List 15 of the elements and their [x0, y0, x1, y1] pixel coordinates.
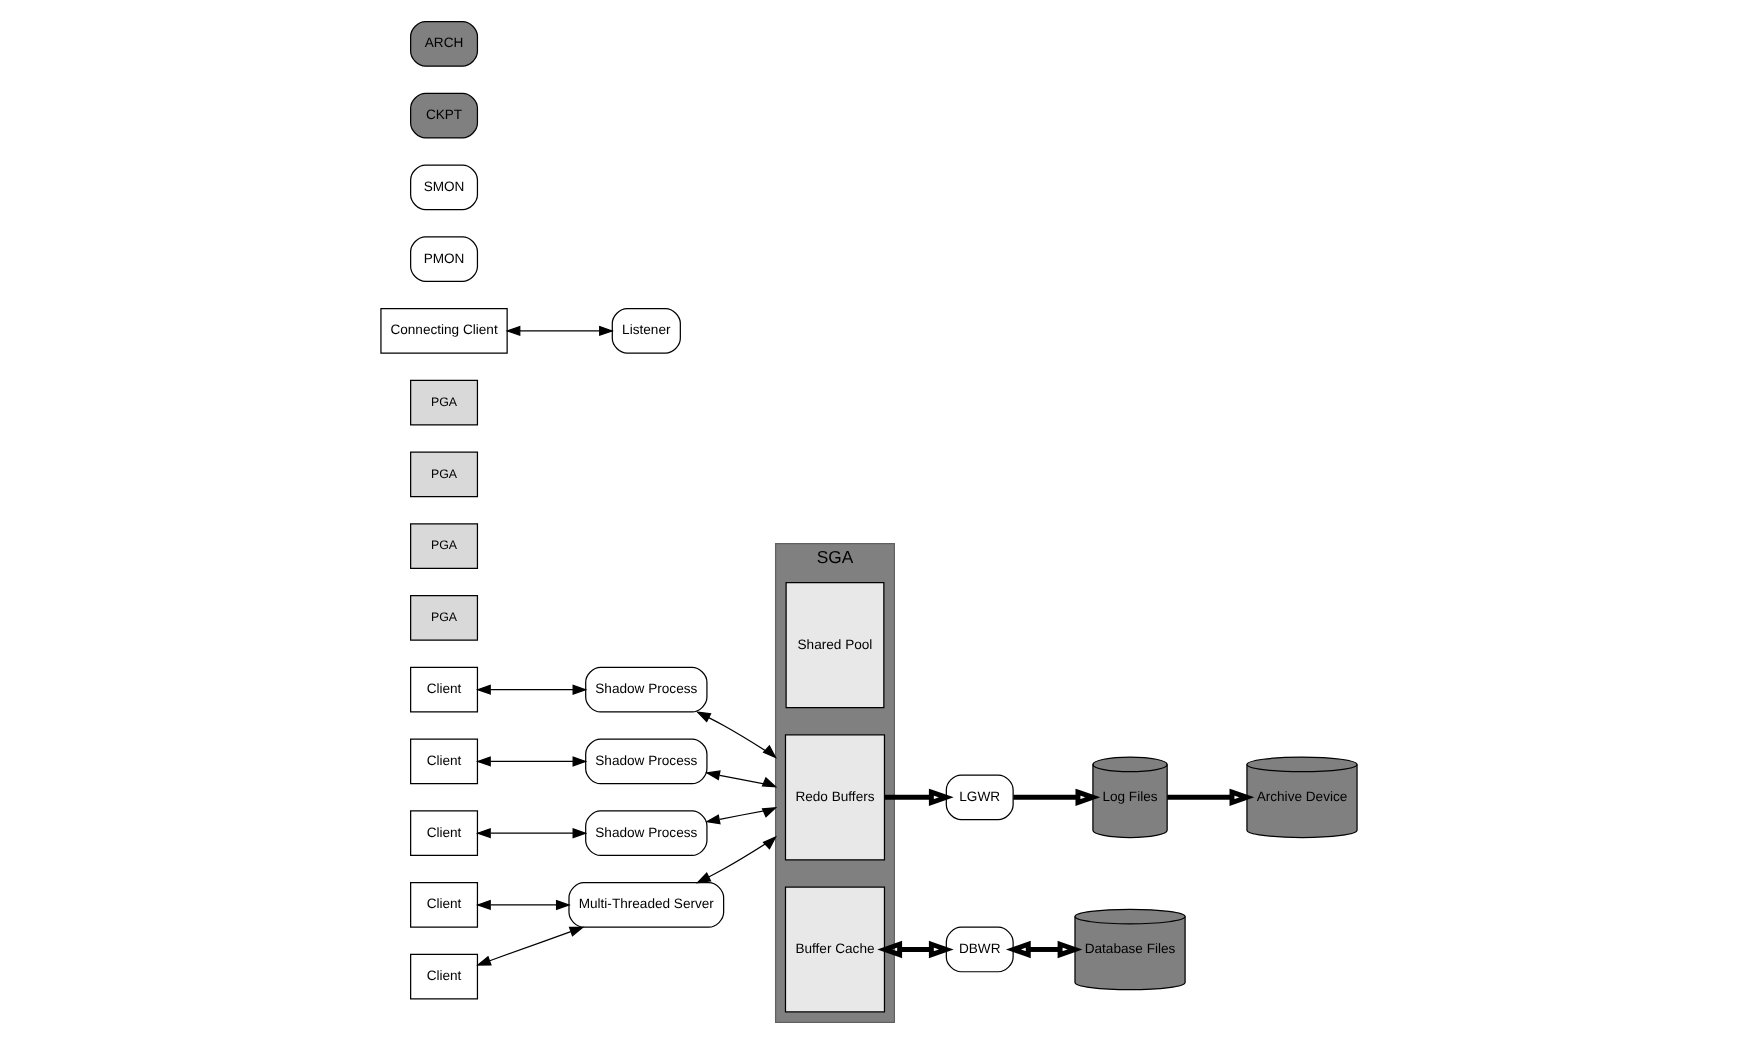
arrow — [1013, 788, 1101, 806]
arrow — [1167, 788, 1255, 806]
arrow — [877, 940, 954, 959]
arrow — [475, 756, 588, 767]
arrow — [475, 684, 588, 695]
arrow — [884, 788, 954, 806]
arrow — [705, 770, 778, 788]
arrow — [475, 899, 571, 911]
arrow — [476, 926, 585, 966]
arrow — [505, 325, 614, 337]
arrow — [475, 828, 588, 839]
arrow — [1005, 940, 1083, 959]
arrow — [705, 807, 778, 825]
arrow — [695, 835, 777, 884]
arrow — [695, 711, 777, 759]
